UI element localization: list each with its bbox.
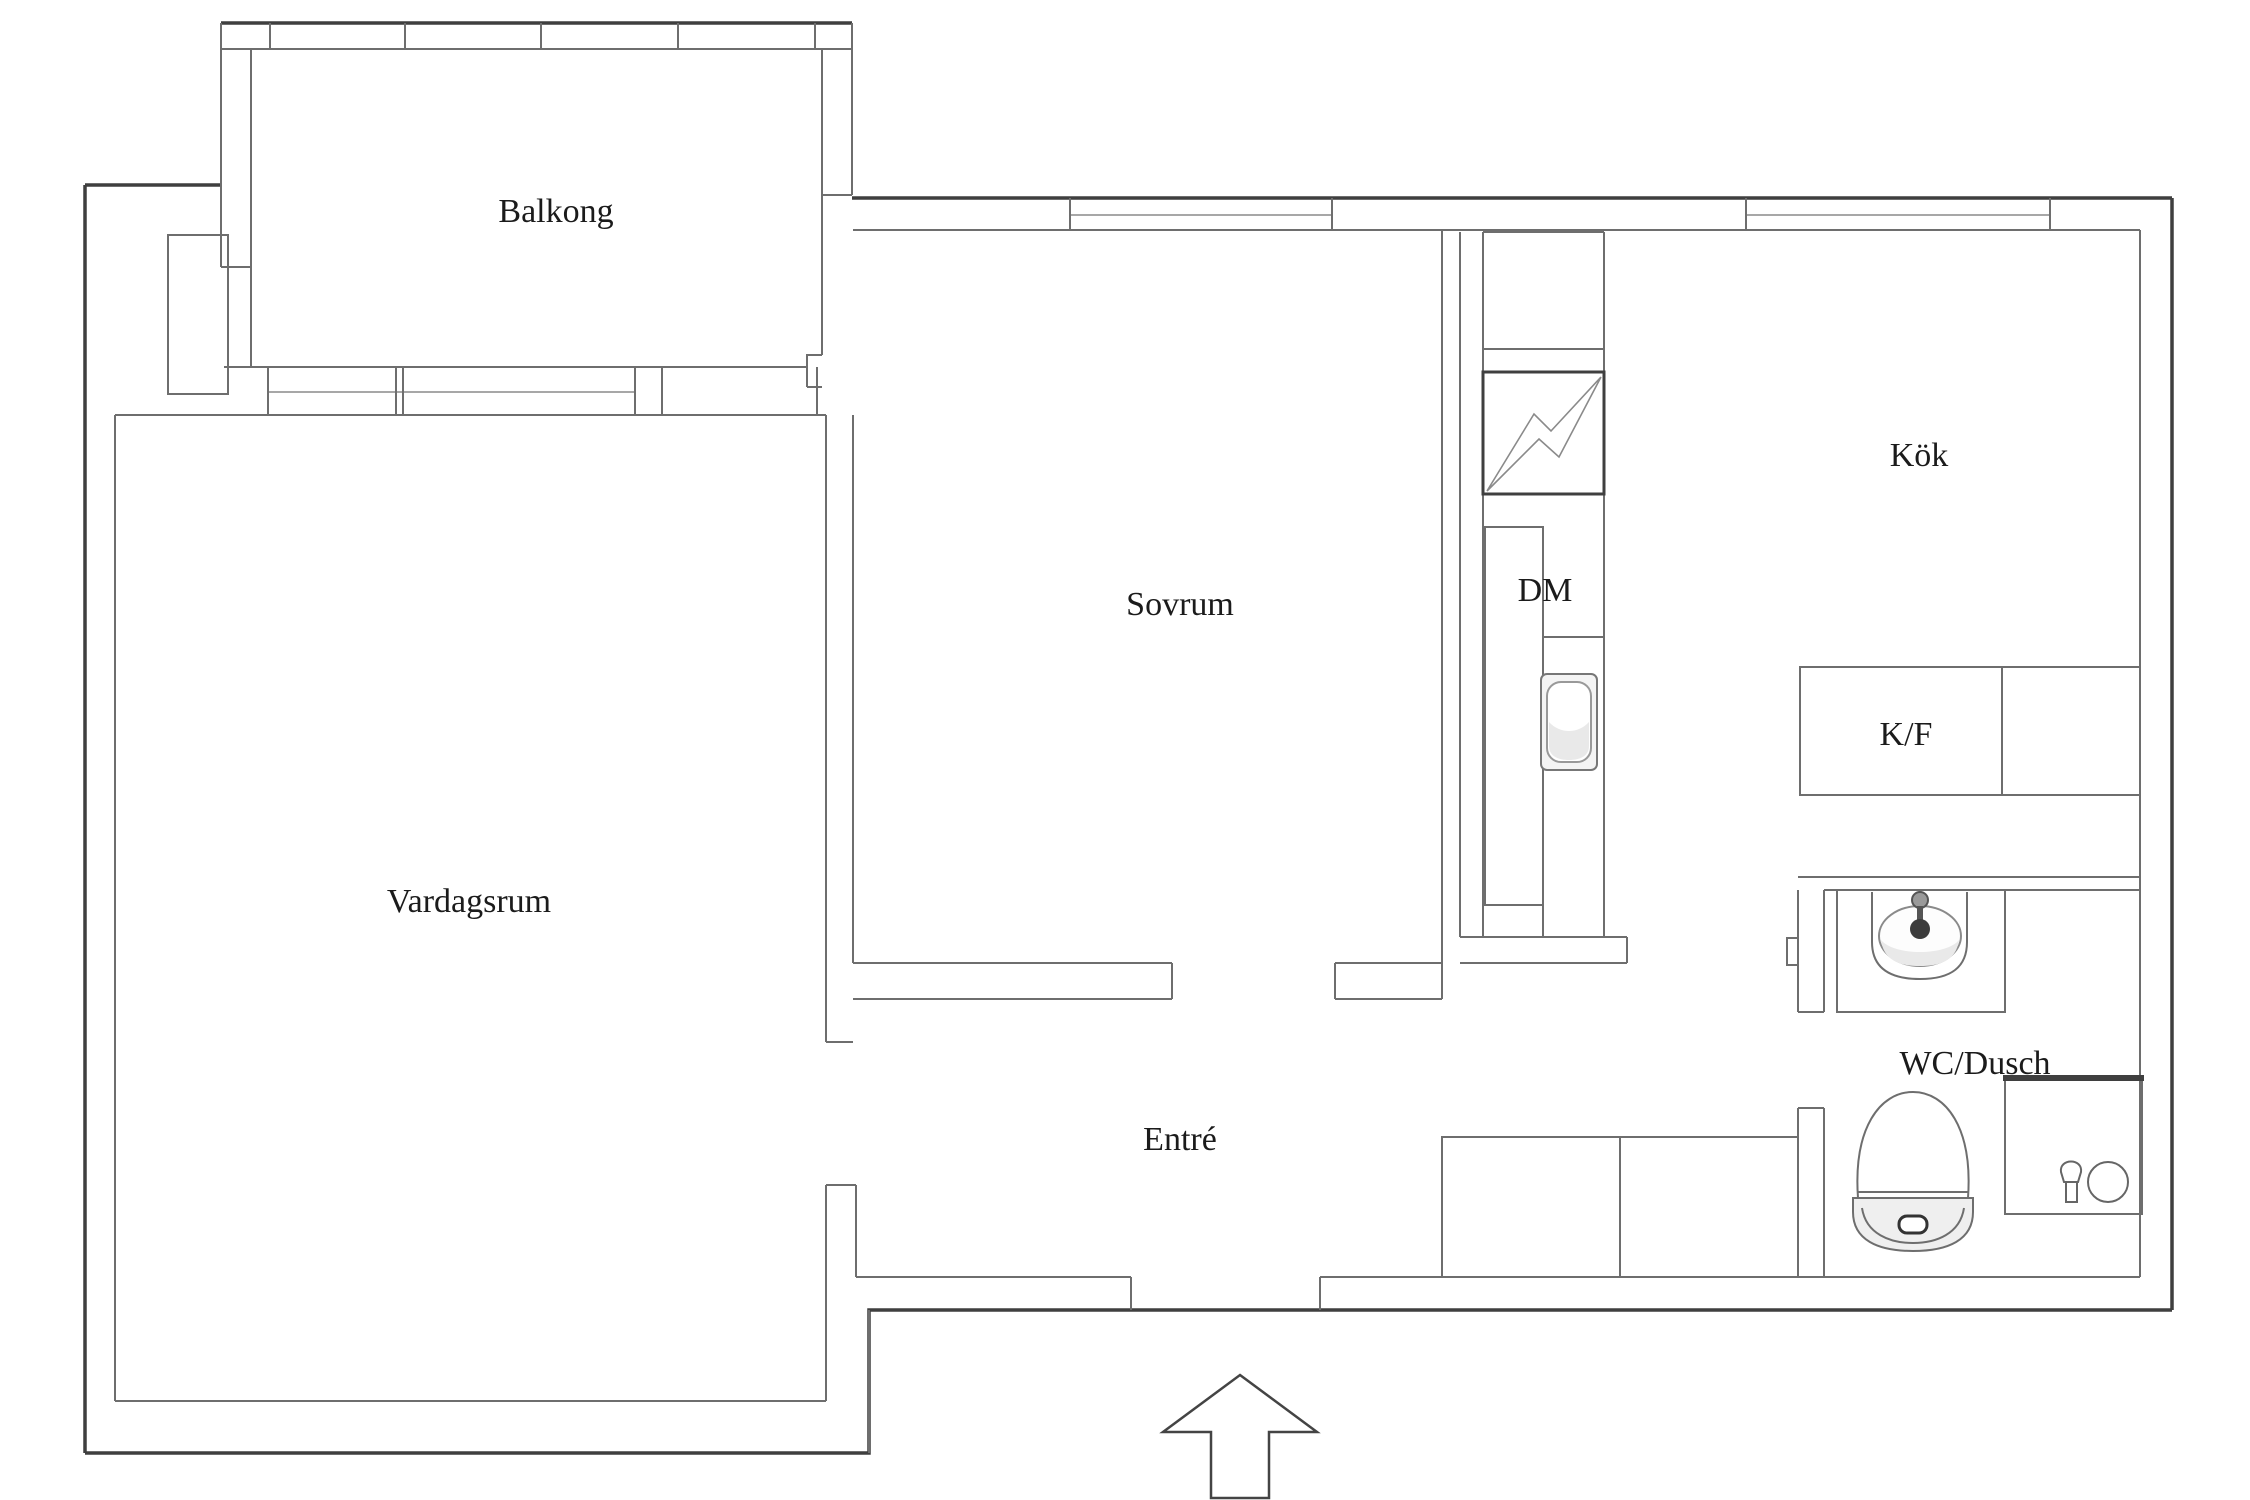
electrical-panel-icon bbox=[1481, 370, 1606, 496]
room-label-kitchen: Kök bbox=[1890, 437, 1949, 474]
room-label-living-room: Vardagsrum bbox=[387, 883, 551, 920]
entrance-arrow-icon bbox=[1159, 1373, 1321, 1500]
balcony-window-wall bbox=[115, 366, 826, 416]
room-label-balcony: Balkong bbox=[498, 193, 613, 230]
toilet-icon bbox=[1852, 1090, 1974, 1253]
kitchen-counter bbox=[1799, 666, 2141, 796]
balcony-structure bbox=[115, 23, 853, 416]
exterior-walls-inner bbox=[114, 229, 2141, 1453]
cabinet-column bbox=[1481, 231, 1606, 937]
balcony-railing-icon bbox=[221, 23, 852, 50]
room-label-entry: Entré bbox=[1143, 1121, 1217, 1158]
shower-icon bbox=[2003, 1075, 2144, 1215]
kitchen-window bbox=[1745, 198, 2051, 230]
kitchen-sink-icon bbox=[1540, 673, 1598, 771]
interior-walls bbox=[825, 230, 2140, 1401]
room-label-bathroom: WC/Dusch bbox=[1899, 1045, 2050, 1082]
room-label-bedroom: Sovrum bbox=[1126, 586, 1234, 623]
exterior-walls-dark bbox=[83, 21, 2174, 1455]
appliance-label-dishwasher: DM bbox=[1518, 572, 1573, 609]
bathroom-vanity bbox=[1836, 890, 2006, 1013]
bedroom-window bbox=[1069, 198, 1333, 230]
entry-wardrobes bbox=[1441, 1136, 1799, 1278]
left-shaft bbox=[167, 234, 251, 395]
bathroom-sink-icon bbox=[1871, 891, 1968, 981]
appliance-label-fridge-freezer: K/F bbox=[1880, 716, 1933, 753]
